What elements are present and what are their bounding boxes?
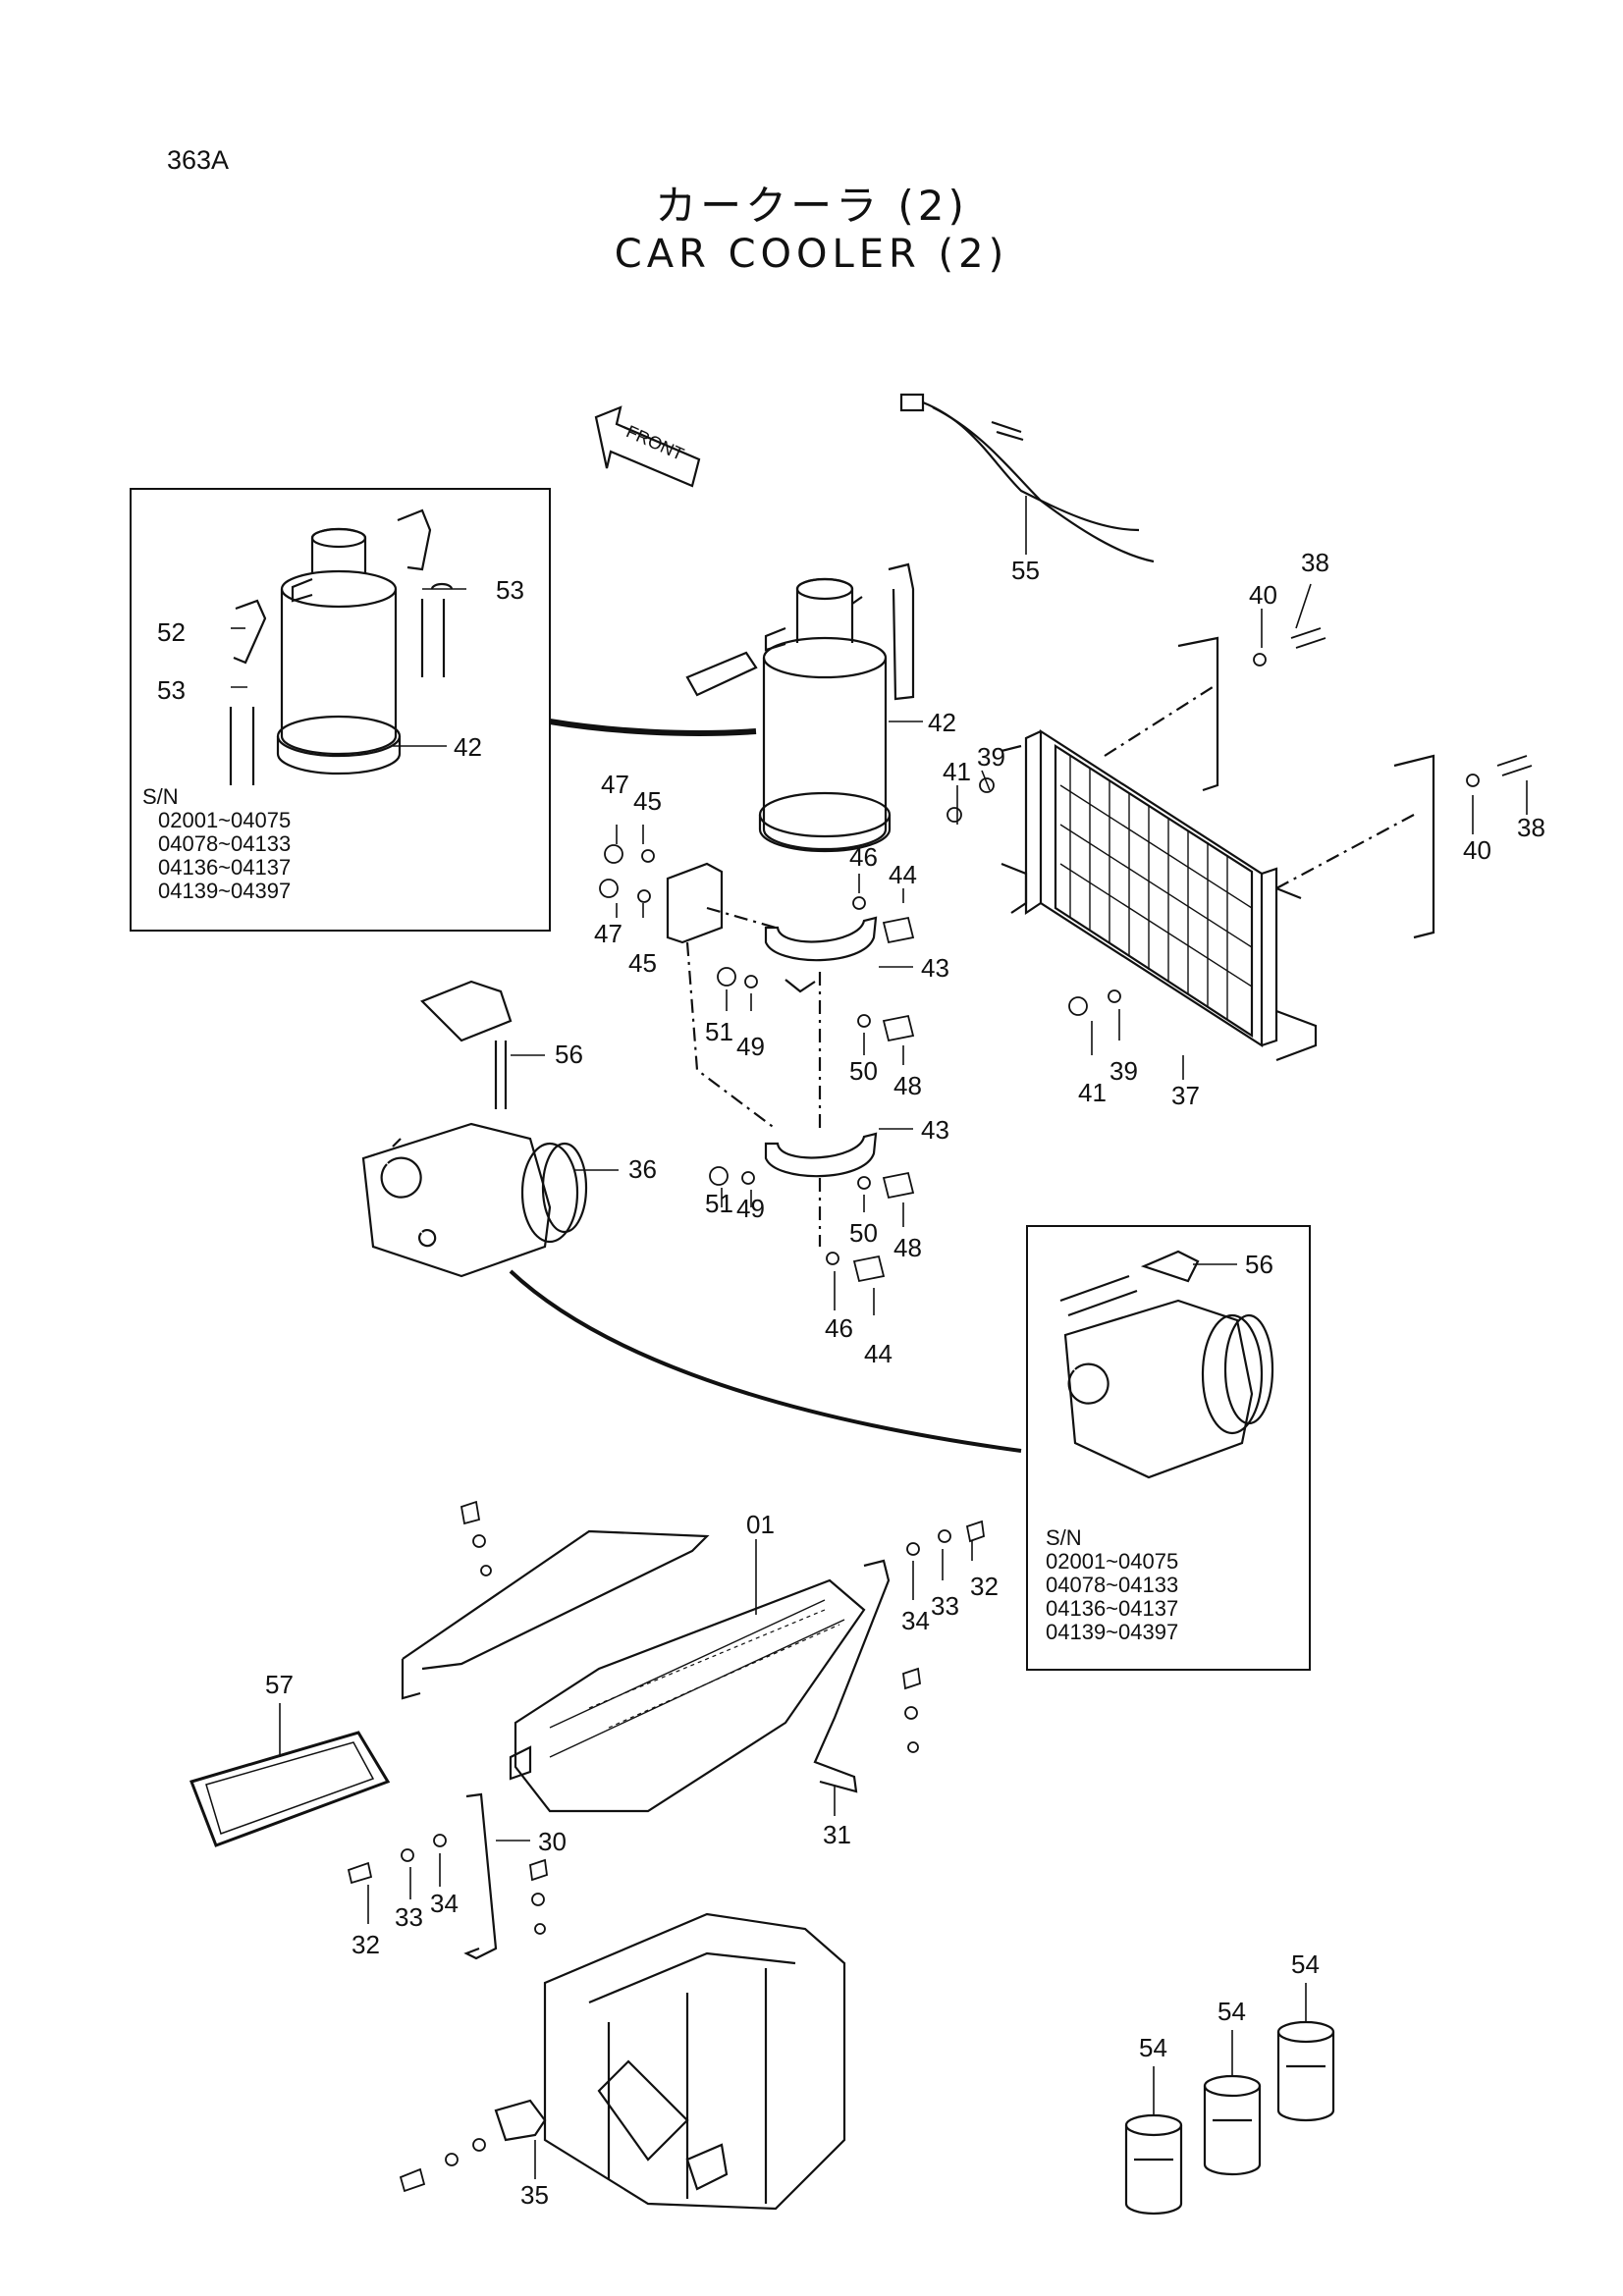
callout: 39 bbox=[977, 742, 1005, 772]
front-arrow-icon: FRONT bbox=[594, 405, 701, 488]
callout: 35 bbox=[520, 2180, 549, 2210]
callout: 43 bbox=[921, 953, 949, 983]
receiver-drier bbox=[685, 562, 915, 853]
callout: 43 bbox=[921, 1115, 949, 1145]
callout: 37 bbox=[1171, 1081, 1200, 1110]
callout: 56 bbox=[555, 1040, 583, 1069]
callout: 52 bbox=[157, 617, 186, 647]
callout: 48 bbox=[893, 1071, 922, 1100]
leader-lines bbox=[231, 496, 1528, 2179]
callout: 46 bbox=[849, 842, 878, 872]
serial-range: 04078~04133 bbox=[158, 831, 292, 856]
serial-heading: S/N bbox=[142, 784, 179, 809]
bracket-right bbox=[813, 1559, 891, 1793]
serial-range: 04139~04397 bbox=[158, 879, 292, 903]
callout-numbers: 55 38 40 42 52 53 53 42 41 39 38 40 47 4… bbox=[157, 548, 1545, 2210]
title-english: CAR COOLER (2) bbox=[614, 232, 1009, 277]
clamp-upper bbox=[764, 916, 878, 993]
callout: 51 bbox=[705, 1017, 733, 1046]
serial-heading: S/N bbox=[1046, 1525, 1082, 1550]
callout: 32 bbox=[970, 1572, 999, 1601]
callout: 47 bbox=[594, 919, 622, 948]
compressor bbox=[361, 980, 588, 1278]
plug-54-a bbox=[1124, 2113, 1183, 2216]
serial-range: 04078~04133 bbox=[1046, 1573, 1179, 1597]
serial-range: 04136~04137 bbox=[1046, 1596, 1179, 1621]
callout: 34 bbox=[430, 1889, 459, 1918]
callout: 49 bbox=[736, 1194, 765, 1223]
bracket-plate bbox=[666, 862, 724, 944]
fastener-icons bbox=[347, 627, 1533, 2193]
callout: 40 bbox=[1249, 580, 1277, 610]
callout: 53 bbox=[496, 575, 524, 605]
clamp-lower bbox=[764, 1132, 878, 1178]
callout: 56 bbox=[1245, 1250, 1273, 1279]
callout: 30 bbox=[538, 1827, 567, 1856]
receiver-drier-inset bbox=[229, 508, 454, 785]
callout: 50 bbox=[849, 1056, 878, 1086]
title-japanese: カークーラ (2) bbox=[655, 182, 968, 230]
callout: 41 bbox=[1078, 1078, 1107, 1107]
callout: 44 bbox=[864, 1339, 893, 1368]
callout: 38 bbox=[1517, 813, 1545, 842]
page-code: 363A bbox=[167, 145, 230, 175]
callout: 42 bbox=[454, 732, 482, 762]
callout: 34 bbox=[901, 1606, 930, 1635]
callout: 33 bbox=[395, 1902, 423, 1932]
serial-range: 02001~04075 bbox=[158, 808, 292, 832]
serial-range: 04136~04137 bbox=[158, 855, 292, 880]
callout: 33 bbox=[931, 1591, 959, 1621]
compressor-inset bbox=[1059, 1250, 1274, 1479]
callout: 31 bbox=[823, 1820, 851, 1849]
callout: 41 bbox=[943, 757, 971, 786]
callout: 46 bbox=[825, 1313, 853, 1343]
callout: 54 bbox=[1291, 1949, 1320, 1979]
serial-range: 04139~04397 bbox=[1046, 1620, 1179, 1644]
mode-switch bbox=[494, 2099, 547, 2142]
serial-range: 02001~04075 bbox=[1046, 1549, 1179, 1574]
heater-unit bbox=[543, 1912, 846, 2211]
callout: 47 bbox=[601, 770, 629, 799]
callout: 55 bbox=[1011, 556, 1040, 585]
serial-text-compressor: S/N 02001~04075 04078~04133 04136~04137 … bbox=[1046, 1526, 1178, 1644]
callout: 49 bbox=[736, 1032, 765, 1061]
wire-harness bbox=[899, 393, 1155, 563]
plug-54-b bbox=[1203, 2074, 1262, 2176]
callout: 53 bbox=[157, 675, 186, 705]
callout: 48 bbox=[893, 1233, 922, 1262]
callout: 54 bbox=[1217, 1997, 1246, 2026]
callout: 42 bbox=[928, 708, 956, 737]
serial-text-receiver: S/N 02001~04075 04078~04133 04136~04137 … bbox=[142, 785, 291, 903]
callout: 45 bbox=[633, 786, 662, 816]
callout: 45 bbox=[628, 948, 657, 978]
callout: 44 bbox=[889, 860, 917, 889]
callout: 57 bbox=[265, 1670, 294, 1699]
callout: 32 bbox=[352, 1930, 380, 1959]
condenser bbox=[1001, 636, 1435, 1062]
air-filter bbox=[189, 1731, 391, 1847]
callout: 54 bbox=[1139, 2033, 1167, 2062]
bracket-left bbox=[463, 1792, 498, 1960]
callout: 36 bbox=[628, 1154, 657, 1184]
callout: 50 bbox=[849, 1218, 878, 1248]
callout: 51 bbox=[705, 1189, 733, 1218]
serial-box-compressor bbox=[1026, 1225, 1311, 1671]
callout: 40 bbox=[1463, 835, 1491, 865]
callout: 39 bbox=[1109, 1056, 1138, 1086]
plug-54-c bbox=[1276, 2020, 1335, 2122]
callout: 01 bbox=[746, 1510, 775, 1539]
callout: 38 bbox=[1301, 548, 1329, 577]
serial-box-receiver bbox=[130, 488, 551, 932]
evaporator bbox=[401, 1529, 866, 1813]
